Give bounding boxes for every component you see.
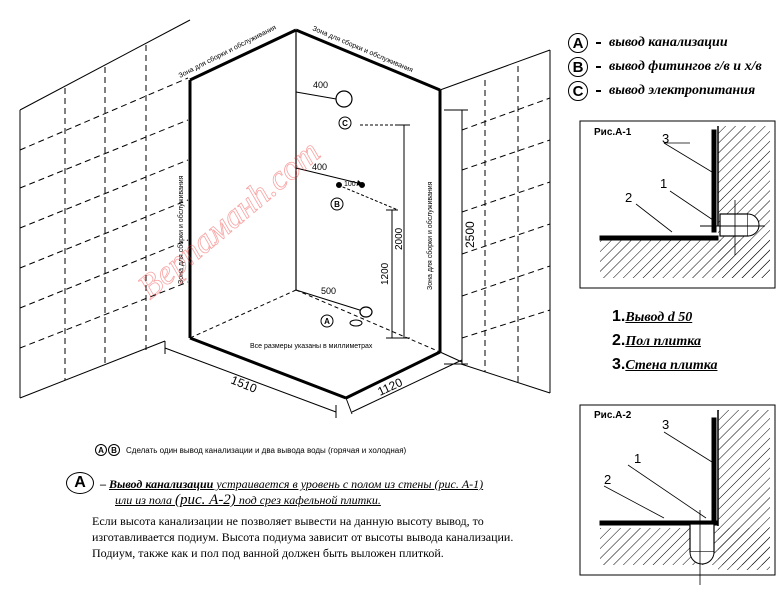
fig-a1-title: Рис.А-1 <box>594 127 632 138</box>
dim-2000: 2000 <box>394 227 405 250</box>
dimension-lines <box>164 91 468 418</box>
zone-label-top-right: Зона для сборки и обслуживания <box>311 24 414 74</box>
fig-a1-label-3: 3 <box>662 131 670 146</box>
dim-2500: 2500 <box>463 221 477 248</box>
dim-400-top: 400 <box>313 80 328 90</box>
legend-dash <box>596 66 601 68</box>
all-dims-note: Все размеры указаны в миллиметрах <box>250 343 373 350</box>
dim-1200: 1200 <box>380 262 391 285</box>
zone-label-top-left: Зона для сборки и обслуживания <box>177 23 277 79</box>
dim-1510: 1510 <box>229 373 259 396</box>
legend-dash <box>596 42 601 44</box>
legend-text-b: вывод фитингов г/в и х/в <box>609 59 762 74</box>
legend-marker-a: A <box>568 33 588 53</box>
legend-text-c: вывод электропитания <box>609 83 756 98</box>
section-a-marker: A <box>66 472 94 494</box>
parts-item-1: 1.Вывод d 50 <box>612 308 693 325</box>
section-a-paragraph: Если высота канализации не позволяет выв… <box>92 514 514 560</box>
parts-item-3: 3.Стена плитка <box>612 356 718 373</box>
dim-100: 100 <box>344 181 356 188</box>
fig-a1-label-2: 2 <box>625 190 633 205</box>
dim-500: 500 <box>321 286 336 296</box>
figure-a1 <box>579 120 776 289</box>
figure-a2 <box>579 404 776 585</box>
fig-a2-label-1: 1 <box>634 451 642 466</box>
right-wall-tiles <box>439 49 551 394</box>
left-wall-tiles <box>19 19 191 399</box>
watermark: Верпаманh.com <box>131 133 327 306</box>
legend-item-a: A вывод канализации <box>568 32 728 54</box>
cabin-outline <box>188 28 442 400</box>
fig-a2-label-2: 2 <box>604 472 612 487</box>
legend-marker-b: B <box>568 57 588 77</box>
outlets <box>320 90 373 328</box>
legend-text-a: вывод канализации <box>609 35 728 50</box>
parts-item-2: 2.Пол плитка <box>612 332 701 349</box>
marker-a: A <box>324 317 330 326</box>
zone-label-right: Зона для сборки и обслуживания <box>426 181 434 290</box>
section-a-title: Вывод канализации <box>109 477 214 491</box>
ab-marker-a: A <box>95 444 107 456</box>
section-a-line2: или из пола (рис. А-2) под срез кафельно… <box>115 492 381 508</box>
legend-item-b: B вывод фитингов г/в и х/в <box>568 56 762 78</box>
ab-note: A B Сделать один вывод канализации и два… <box>95 444 406 456</box>
zone-label-left: Зона для сборки и обслуживания <box>177 175 185 284</box>
legend-dash <box>596 90 601 92</box>
dim-400-mid: 400 <box>312 162 327 172</box>
ab-note-text: Сделать один вывод канализации и два выв… <box>126 445 407 455</box>
fig-a1-label-1: 1 <box>660 176 668 191</box>
fig-a2-title: Рис.А-2 <box>594 410 632 421</box>
dim-1120: 1120 <box>375 375 405 399</box>
marker-c: C <box>342 119 348 128</box>
outlet-markers: C B A <box>324 119 348 326</box>
ab-marker-b: B <box>108 444 120 456</box>
fig-a2-label-3: 3 <box>662 417 670 432</box>
section-a-line1: – Вывод канализации устраивается в урове… <box>100 477 484 491</box>
legend-marker-c: C <box>568 81 588 101</box>
legend-item-c: C вывод электропитания <box>568 80 755 102</box>
marker-b: B <box>334 200 340 209</box>
